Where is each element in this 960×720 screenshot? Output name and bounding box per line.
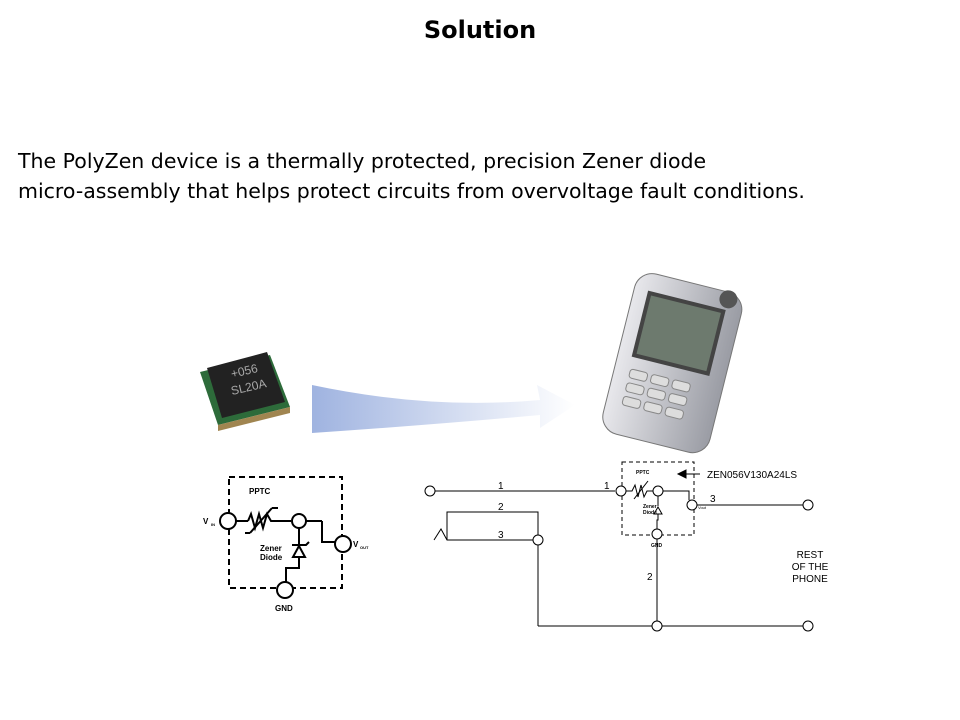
wire-label: 3 [498,530,504,541]
wire-label: 3 [710,494,716,505]
vout-label: Vout [698,505,707,510]
zener-label: Zener [260,544,282,553]
slide-body: The PolyZen device is a thermally protec… [18,146,958,206]
wire-label: 1 [604,481,610,492]
vout-sub: OUT [360,545,369,550]
wire-label: 1 [498,481,504,492]
body-line: The PolyZen device is a thermally protec… [18,149,707,173]
wire-label: 2 [647,572,653,583]
wire-label: 2 [498,502,504,513]
vout-label: V [353,540,359,549]
arrow-icon [312,385,575,433]
rest-label: PHONE [792,574,828,585]
mobile-phone-image [602,273,743,454]
chip-marking: +056 [230,361,260,381]
rest-label: OF THE [792,562,829,573]
zener-label: Diode [260,553,283,562]
pptc-label: PPTC [249,487,271,496]
body-line: micro-assembly that helps protect circui… [18,179,805,203]
vin-sub: IN [211,522,215,527]
zener-label: Zener [643,504,657,510]
zener-label: Diode [643,510,657,516]
gnd-label: GND [275,604,293,613]
vin-label: V [203,517,209,526]
slide-title: Solution [423,16,537,44]
part-number-label: ZEN056V130A24LS [707,470,797,481]
rest-label: REST [797,550,824,561]
gnd-label: GND [651,543,663,549]
polyzen-chip-image: +056 SL20A [200,352,290,431]
right-schematic [424,461,814,632]
left-schematic [219,476,352,599]
pptc-label: PPTC [636,470,650,476]
